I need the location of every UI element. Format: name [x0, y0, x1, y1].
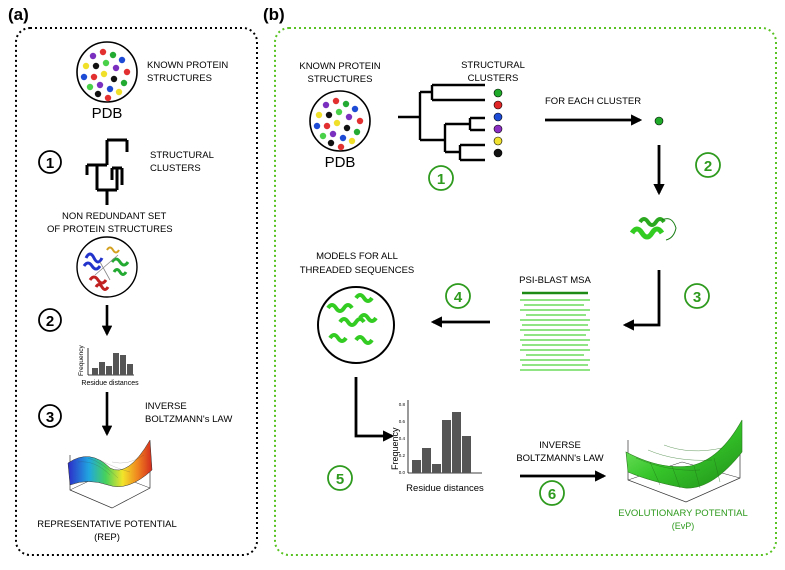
- step-1-badge-b: 1: [428, 165, 454, 191]
- hist-b-tick-2: 0.4: [399, 436, 406, 441]
- evp-label-1: EVOLUTIONARY POTENTIAL: [618, 508, 748, 519]
- green-protein: [629, 217, 677, 241]
- msa-lines: [520, 291, 590, 371]
- panel-b-label: (b): [263, 5, 285, 24]
- step-3-badge-a: 3: [38, 404, 62, 428]
- inverse-b-2: BOLTZMANN's LAW: [516, 453, 603, 464]
- pdb-circle-b: [309, 90, 371, 152]
- step-5-badge-b: 5: [327, 465, 353, 491]
- arrow-b-5: [354, 377, 395, 442]
- rep-label-1: REPRESENTATIVE POTENTIAL: [37, 519, 177, 530]
- structural-a-2: CLUSTERS: [150, 163, 201, 174]
- hist-b-tick-3: 0.2: [399, 453, 406, 458]
- for-each-cluster: FOR EACH CLUSTER: [545, 96, 641, 107]
- panel-b: (b) KNOWN PROTEIN STRUCTURES: [263, 5, 777, 556]
- pdb-label-b: PDB: [325, 154, 356, 171]
- known-protein-a-1: KNOWN PROTEIN: [147, 60, 228, 71]
- rep-label-2: (REP): [94, 532, 120, 543]
- step-3-a-number: 3: [46, 409, 54, 426]
- structures-circle-a: [76, 236, 138, 298]
- structural-b-2: CLUSTERS: [468, 73, 519, 84]
- step-4-b-number: 4: [454, 289, 463, 306]
- step-3-badge-b: 3: [684, 283, 710, 309]
- evp-label-2: (EvP): [672, 521, 695, 531]
- inverse-a-1: INVERSE: [145, 401, 187, 412]
- psi-blast-label: PSI-BLAST MSA: [519, 275, 591, 286]
- step-1-a-number: 1: [46, 155, 54, 172]
- cluster-tree-b: [398, 83, 485, 162]
- known-protein-a-2: STRUCTURES: [147, 73, 212, 84]
- structural-a-1: STRUCTURAL: [150, 150, 214, 161]
- step-6-badge-b: 6: [539, 480, 565, 506]
- step-1-badge-a: 1: [38, 150, 62, 174]
- models-2: THREADED SEQUENCES: [300, 265, 415, 276]
- step-2-a-number: 2: [46, 313, 54, 330]
- single-cluster-dot: [654, 116, 664, 126]
- hist-a-xlabel: Residue distances: [81, 380, 139, 387]
- panel-a-frame: [15, 27, 258, 556]
- step-2-badge-b: 2: [695, 152, 721, 178]
- models-circle: [317, 286, 395, 364]
- models-1: MODELS FOR ALL: [316, 251, 398, 262]
- histogram-b: 0.8 0.6 0.4 0.2 0.0: [399, 400, 482, 475]
- step-5-b-number: 5: [336, 471, 344, 488]
- inverse-b-1: INVERSE: [539, 440, 581, 451]
- panel-b-frame: [274, 27, 777, 556]
- step-2-b-number: 2: [704, 158, 712, 175]
- step-3-b-number: 3: [693, 289, 701, 306]
- step-4-badge-b: 4: [445, 283, 471, 309]
- hist-a-ylabel: Frequency: [78, 345, 85, 376]
- rep-surface: [67, 439, 153, 509]
- hist-b-tick-0: 0.8: [399, 402, 406, 407]
- structural-b-1: STRUCTURAL: [461, 60, 525, 71]
- nonredundant-2: OF PROTEIN STRUCTURES: [47, 224, 173, 235]
- hist-b-tick-4: 0.0: [399, 470, 406, 475]
- hist-b-tick-1: 0.6: [399, 419, 406, 424]
- nonredundant-1: NON REDUNDANT SET: [62, 211, 167, 222]
- hist-b-xlabel: Residue distances: [406, 483, 484, 494]
- arrow-b-3: [622, 270, 661, 331]
- evp-surface: [625, 419, 743, 503]
- step-2-badge-a: 2: [38, 308, 62, 332]
- step-6-b-number: 6: [548, 486, 556, 503]
- hist-b-ylabel: Frequency: [390, 427, 400, 470]
- inverse-a-2: BOLTZMANN's LAW: [145, 414, 232, 425]
- histogram-a: [87, 348, 134, 376]
- pdb-dots-a: [80, 48, 131, 102]
- panel-a: (a): [8, 5, 258, 556]
- panel-a-label: (a): [8, 5, 29, 24]
- cluster-tree-a: [85, 138, 129, 205]
- known-protein-b-2: STRUCTURES: [308, 74, 373, 85]
- pdb-circle-a: [76, 41, 138, 103]
- known-protein-b-1: KNOWN PROTEIN: [299, 61, 380, 72]
- pdb-label-a: PDB: [92, 105, 123, 122]
- cluster-dots: [493, 88, 503, 158]
- step-1-b-number: 1: [437, 171, 445, 188]
